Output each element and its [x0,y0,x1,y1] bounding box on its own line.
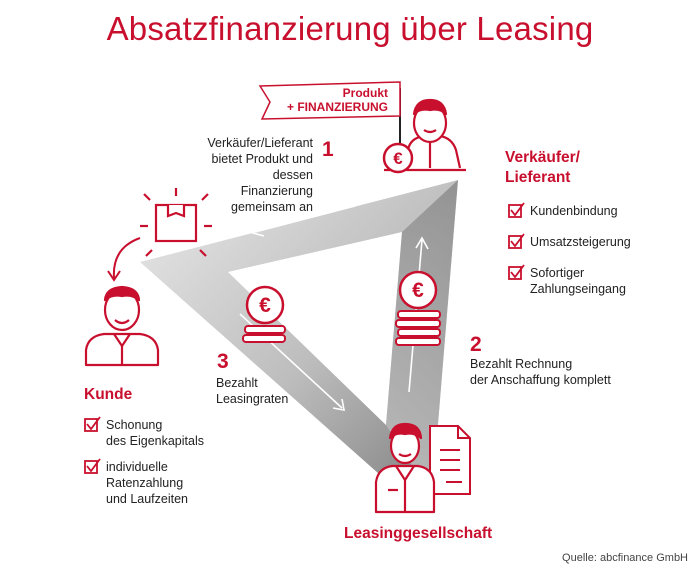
customer-heading: Kunde [84,386,133,403]
box-icon [140,188,212,257]
document-icon [429,425,471,495]
seller-heading: Verkäufer/ Lieferant [505,149,580,186]
euro-coin-icon: € [382,142,414,174]
checkbox-icon [508,233,525,249]
customer-benefit-item: Schonung des Eigenkapitals [106,418,204,448]
step-3-text: Bezahlt Leasingraten [216,376,289,406]
customer-person-icon [84,285,160,367]
step-2-text: Bezahlt Rechnung der Anschaffung komplet… [470,357,611,387]
arrow-icon [251,205,356,237]
arrow-icon [107,237,141,282]
svg-text:€: € [412,279,424,302]
leasing-company-label: Leasinggesellschaft [344,525,493,542]
flag-icon: Produkt + FINANZIERUNG [258,81,401,152]
svg-text:€: € [259,294,271,317]
seller-benefit-item: Sofortiger Zahlungseingang [530,266,626,296]
customer-benefit-item: individuelle Ratenzahlung und Laufzeiten [106,460,189,506]
step-1-number: 1 [322,138,334,161]
seller-benefit-item: Umsatzsteigerung [530,235,631,249]
source-note: Quelle: abcfinance GmbH [562,552,688,564]
leasing-person-icon [374,422,436,514]
svg-text:€: € [393,149,403,168]
seller-person-icon [384,98,466,172]
flag-text-line2: + FINANZIERUNG [287,100,388,114]
step-3-number: 3 [217,350,229,373]
flag-text-line1: Produkt [343,86,388,100]
euro-coin-icon: € [242,285,286,343]
triangle-road [140,180,458,497]
step-2-number: 2 [470,333,482,356]
step-1-text: Verkäufer/Lieferant bietet Produkt und d… [207,136,313,214]
checkbox-icon [84,416,101,432]
page-title: Absatzfinanzierung über Leasing [106,10,594,47]
checkbox-icon [84,458,101,474]
checkbox-icon [508,202,525,218]
seller-benefit-item: Kundenbindung [530,204,618,218]
euro-coin-icon: € [395,270,441,346]
checkbox-icon [508,264,525,280]
